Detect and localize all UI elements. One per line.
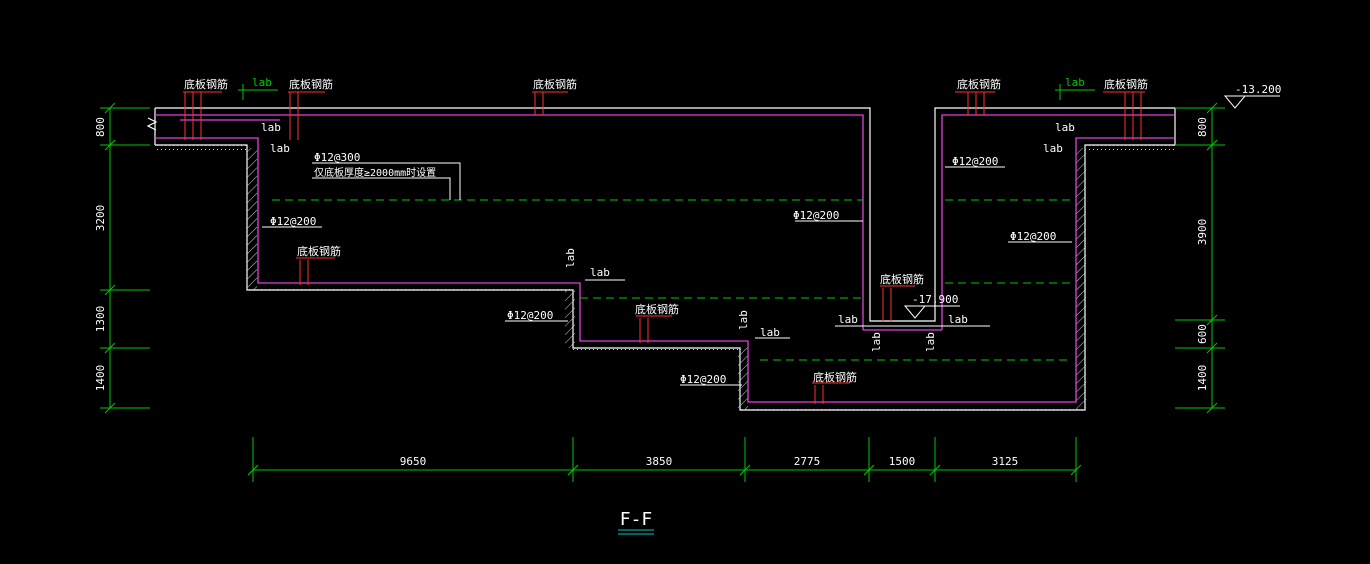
lab-5: lab [1055,121,1075,134]
label-bottom-rebar-7: 底板钢筋 [813,370,857,384]
elevation-pit: -17.900 [912,293,958,306]
label-bottom-rebar-1: 底板钢筋 [184,77,228,91]
lab-12: lab [737,310,750,330]
lab-10: lab [948,313,968,326]
dim-right-3: 600 [1196,324,1209,344]
lab-14: lab [924,332,937,352]
bar-leaders [262,162,1072,386]
lab-9: lab [838,313,858,326]
bar-spec-200-5: Φ12@200 [507,309,553,322]
bar-spec-200-3: Φ12@200 [952,155,998,168]
elevation-top: -13.200 [1235,83,1281,96]
dim-right-4: 1400 [1196,365,1209,392]
section-title: F-F [620,509,653,530]
dashed-rebar [272,199,1070,361]
bar-note: 仅底板厚度≥2000mm时设置 [314,166,436,179]
lab-3: lab [270,142,290,155]
lab-8: lab [760,326,780,339]
elevation-markers [903,95,1280,319]
dim-left-3: 1300 [94,306,107,333]
dim-left [100,102,150,414]
lab-13: lab [870,332,883,352]
lab-6: lab [1043,142,1063,155]
concrete-outline [146,107,1176,411]
rebar-lines [155,114,1175,403]
dim-h-5: 3125 [992,455,1019,468]
dim-h-4: 1500 [889,455,916,468]
dim-left-2: 3200 [94,205,107,232]
bar-spec-200-6: Φ12@200 [680,373,726,386]
lab-1: lab [252,76,272,89]
label-bottom-rebar-2: 底板钢筋 [289,77,333,91]
dim-left-4: 1400 [94,365,107,392]
bar-spec-200-4: Φ12@200 [1010,230,1056,243]
label-bottom-rebar-6: 底板钢筋 [880,272,924,286]
bar-spec-200-2: Φ12@200 [793,209,839,222]
label-bottom-rebar-3: 底板钢筋 [533,77,577,91]
bar-spec-200-1: Φ12@200 [270,215,316,228]
dim-h-3: 2775 [794,455,821,468]
dim-bottom [247,437,1082,482]
lab-7: lab [590,266,610,279]
title-underline [618,529,654,535]
lab-markers [238,84,1095,100]
dim-right-2: 3900 [1196,219,1209,246]
label-bottom-rebar-9: 底板钢筋 [1104,77,1148,91]
lab-4: lab [1065,76,1085,89]
dim-right-1: 800 [1196,117,1209,137]
wall-hatching [155,145,1175,413]
drawing-text: 底板钢筋 底板钢筋 底板钢筋 底板钢筋 底板钢筋 底板钢筋 底板钢筋 底板钢筋 … [94,76,1281,530]
dim-h-1: 9650 [400,455,427,468]
label-bottom-rebar-4: 底板钢筋 [297,244,341,258]
label-bottom-rebar-8: 底板钢筋 [957,77,1001,91]
dim-left-1: 800 [94,117,107,137]
label-bottom-rebar-5: 底板钢筋 [635,302,679,316]
dim-right [1175,102,1225,414]
dim-h-2: 3850 [646,455,673,468]
lab-2: lab [261,121,281,134]
lab-11: lab [564,248,577,268]
rebar-leaders [183,91,1145,404]
bar-spec-300: Φ12@300 [314,151,360,164]
